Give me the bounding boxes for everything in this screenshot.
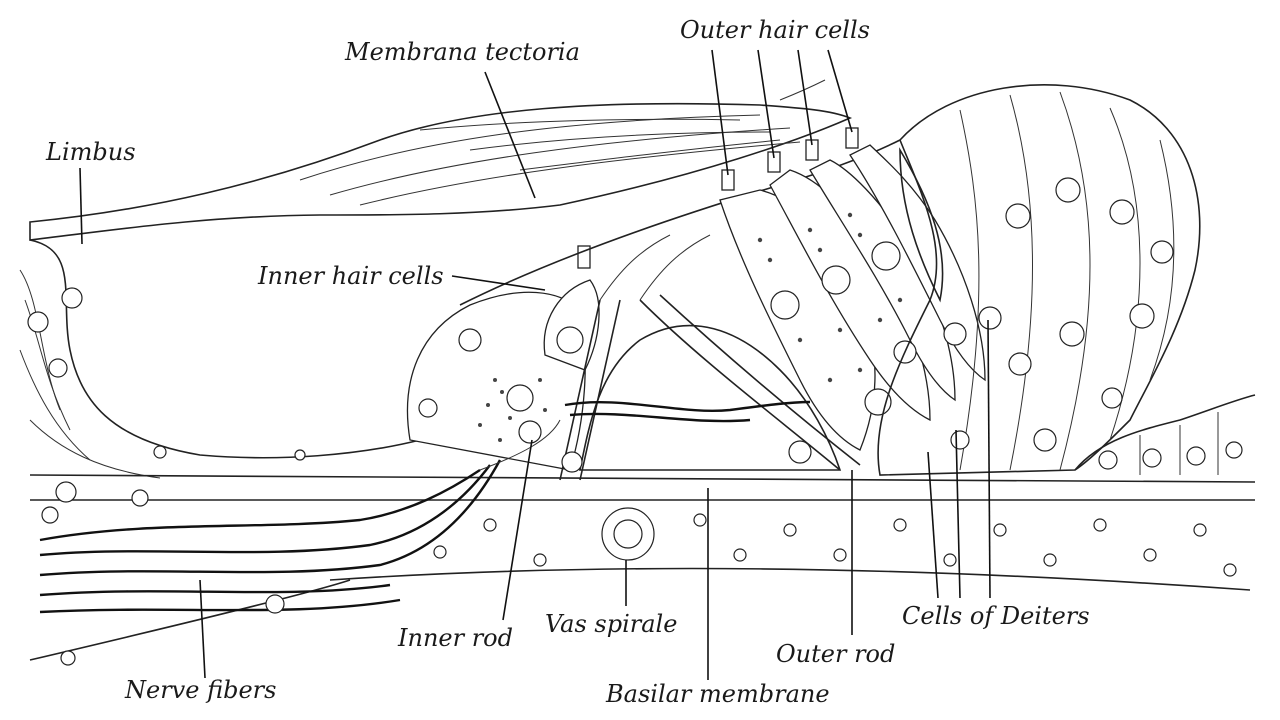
basilar-membrane-band [29, 474, 1256, 661]
leader-lines [79, 49, 991, 680]
label-cells-of-deiters: Cells of Deiters [902, 602, 1090, 630]
cells-of-hensen [877, 84, 1201, 476]
label-inner-hair-cells: Inner hair cells [257, 262, 444, 290]
leader-deiters-3 [987, 319, 991, 599]
leader-nerve-fibers [199, 579, 206, 679]
outer-hair-cells-and-deiters [719, 127, 1002, 451]
leader-inner-rod [502, 439, 533, 621]
leader-membrana-tectoria [484, 71, 536, 199]
label-limbus: Limbus [45, 138, 136, 166]
leader-deiters-2 [955, 429, 961, 599]
inner-hair-cell-region [406, 245, 600, 471]
leader-outer-hair-2 [757, 49, 775, 159]
leader-inner-hair-cells [451, 275, 546, 291]
label-inner-rod: Inner rod [397, 624, 513, 652]
membrana-tectoria-structure [29, 79, 853, 241]
outer-sulcus-cells [1074, 394, 1256, 475]
labels: Membrana tectoria Outer hair cells Limbu… [45, 16, 1090, 708]
label-outer-hair-cells: Outer hair cells [680, 16, 870, 44]
outer-rod-shape [639, 299, 841, 471]
label-basilar-membrane: Basilar membrane [605, 680, 830, 708]
label-outer-rod: Outer rod [776, 640, 895, 668]
label-nerve-fibers: Nerve fibers [124, 676, 276, 704]
inner-rod-shape [559, 299, 601, 481]
nerve-fiber-tunnel [564, 400, 811, 412]
leader-outer-hair-4 [827, 49, 853, 133]
leader-outer-hair-1 [711, 49, 729, 176]
leader-deiters-1 [927, 451, 939, 599]
label-vas-spirale: Vas spirale [545, 610, 677, 638]
label-membrana-tectoria: Membrana tectoria [344, 38, 580, 66]
tunnel-of-corti [559, 234, 861, 481]
leader-limbus [79, 167, 83, 245]
leader-outer-hair-3 [797, 49, 813, 146]
